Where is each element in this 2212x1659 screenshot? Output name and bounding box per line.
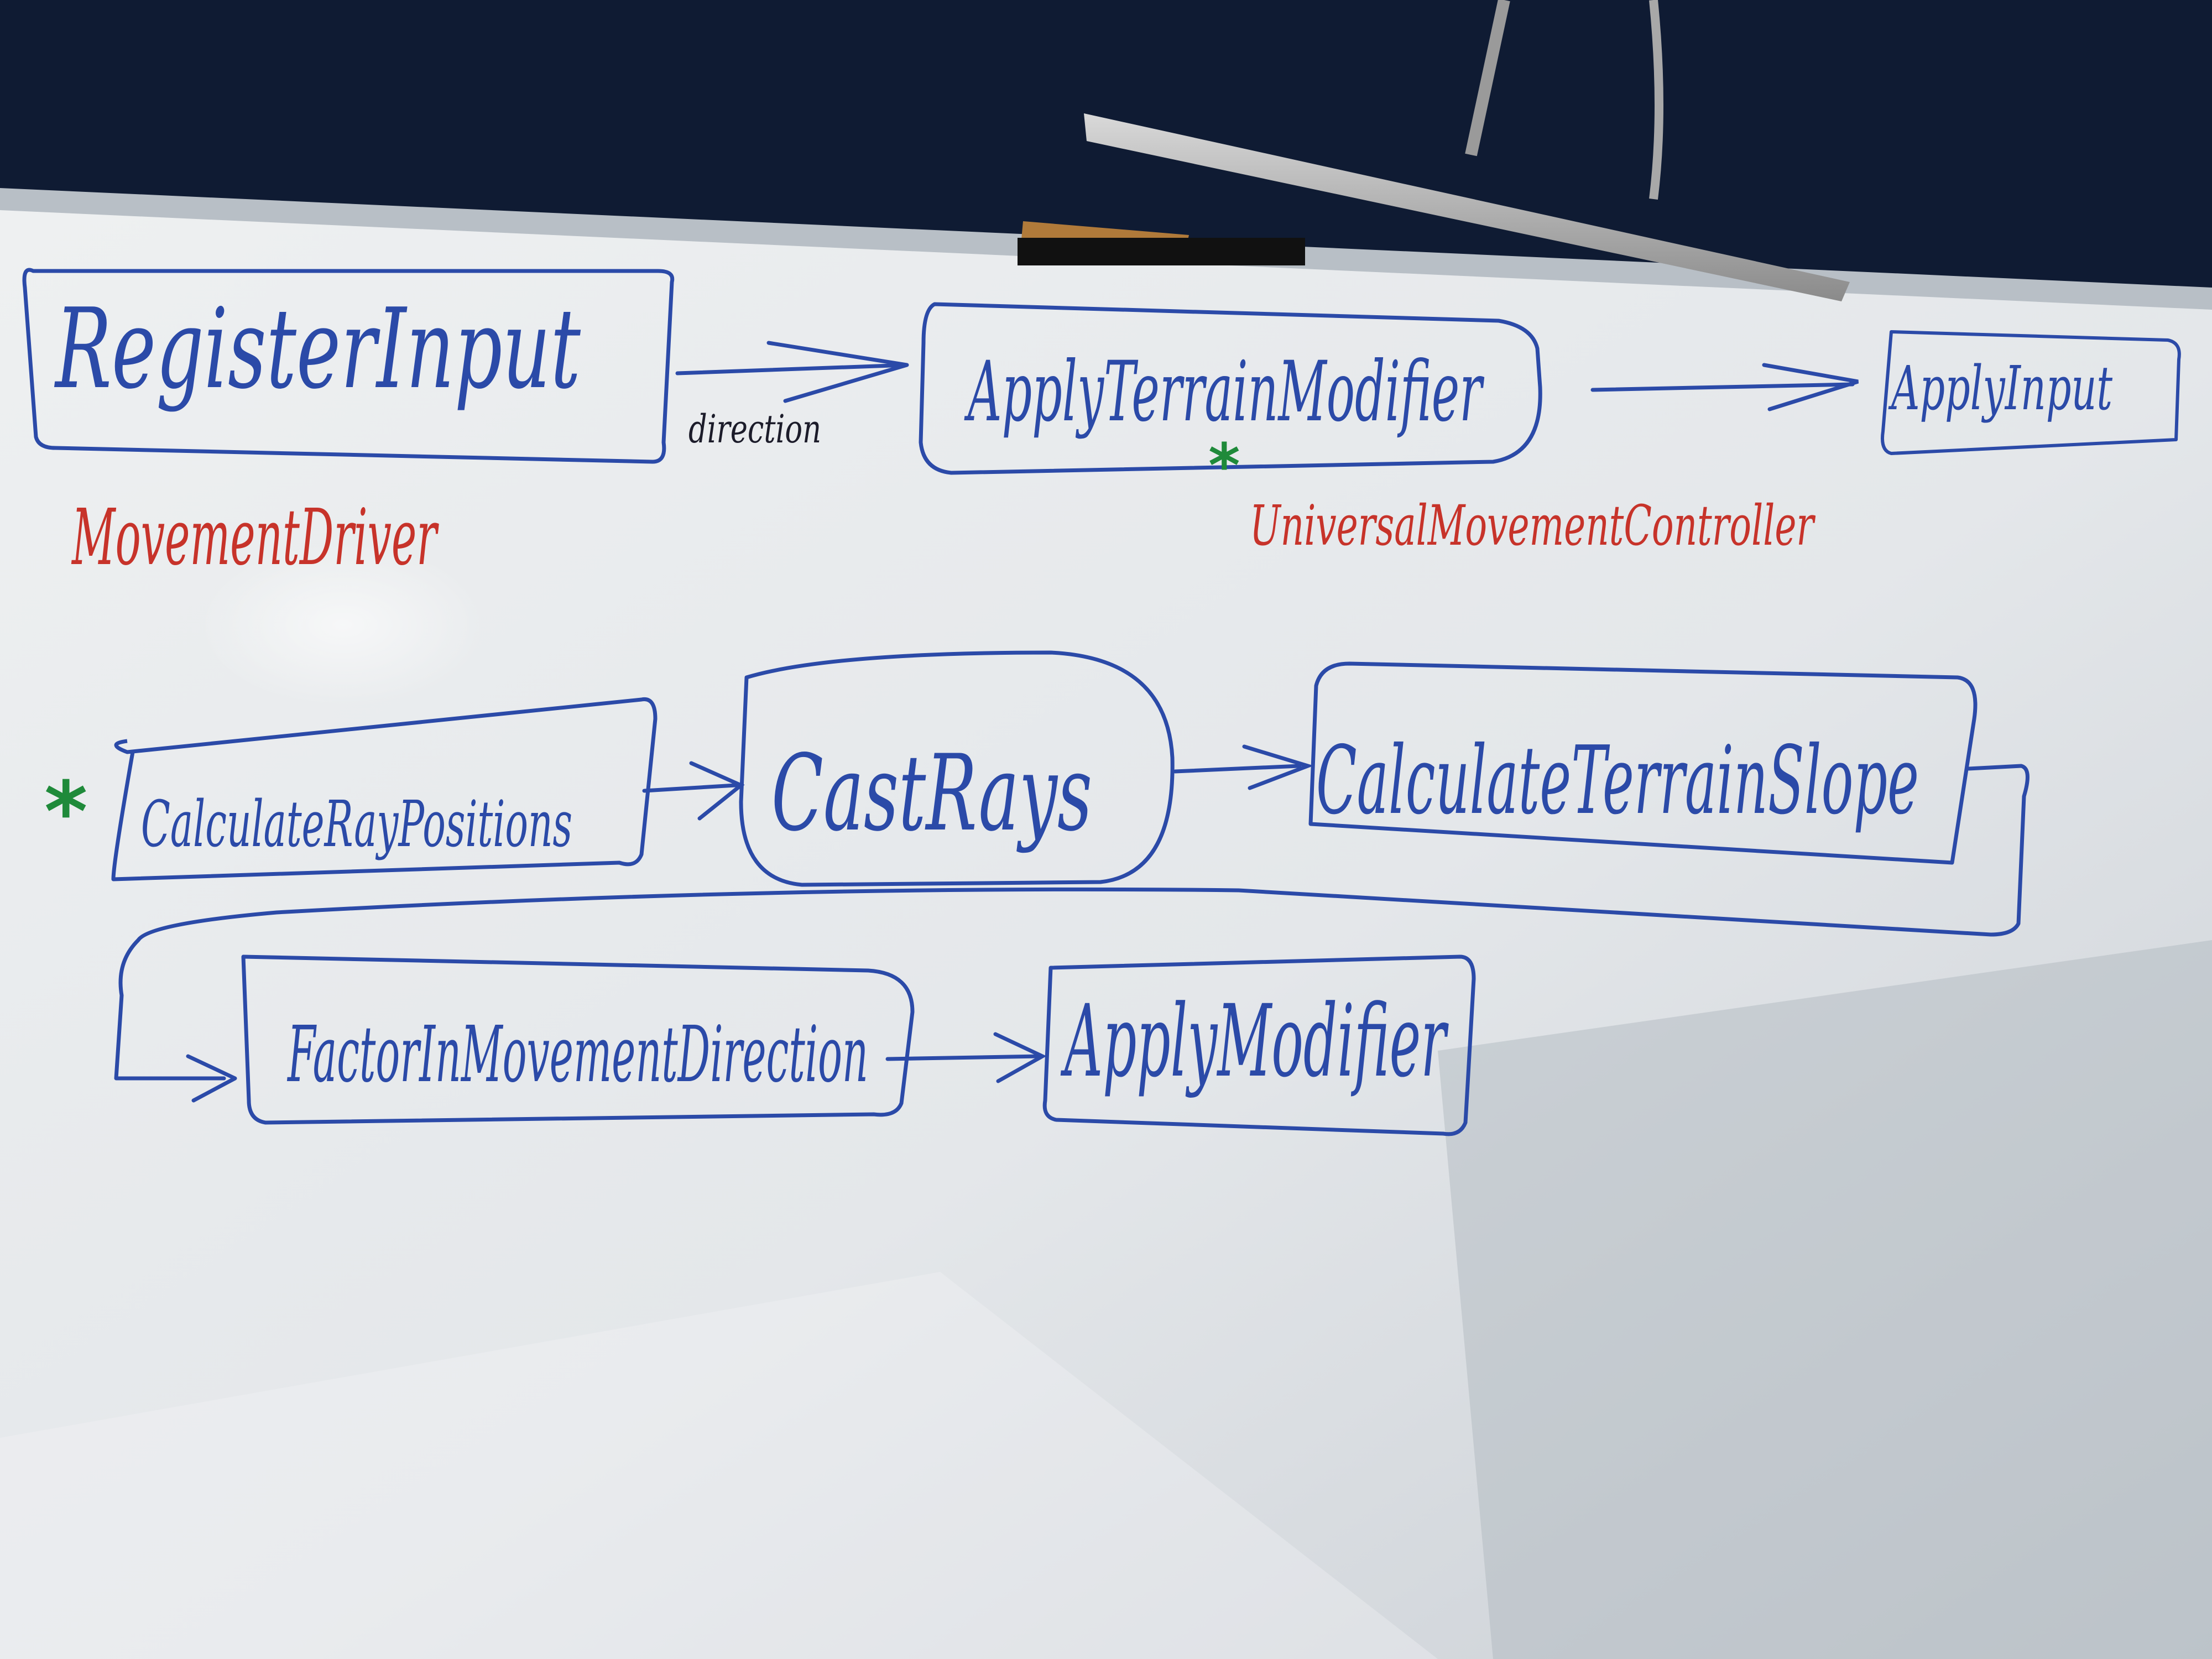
box-register-input-label: RegisterInput (54, 285, 581, 414)
ray-positions-star: * (44, 764, 87, 860)
edge-label-direction: direction (688, 406, 821, 452)
box-factor-in-movement-direction-label: FactorInMovementDirection (286, 1010, 868, 1100)
arrow-register-to-terrain (675, 341, 909, 403)
box-calculate-terrain-slope-label: CalculateTerrainSlope (1316, 726, 1919, 836)
box-apply-modifier-label: ApplyModifier (1061, 984, 1449, 1099)
group-label-movement-driver: MovementDriver (71, 493, 439, 583)
box-cast-rays: CastRays (739, 650, 1175, 887)
arrow-ray-positions-to-cast-rays (642, 761, 745, 821)
terrain-modifier-star: * (1208, 430, 1240, 501)
group-label-universal-movement-controller: UniversalMovementController (1250, 493, 1815, 558)
box-register-input: RegisterInput (22, 268, 675, 464)
box-calculate-ray-positions-label: CalculateRayPositions (141, 787, 572, 862)
arrow-movement-direction-to-apply-modifier (885, 1032, 1047, 1083)
box-factor-in-movement-direction: FactorInMovementDirection (241, 954, 915, 1125)
arrow-cast-rays-to-terrain-slope (1173, 744, 1314, 790)
box-apply-modifier: ApplyModifier (1042, 954, 1476, 1136)
box-calculate-ray-positions: CalculateRayPositions (111, 697, 658, 881)
arrow-terrain-slope-to-movement-direction (114, 764, 2030, 1103)
box-apply-terrain-modifier: ApplyTerrainModifier * (919, 302, 1542, 501)
arrow-terrain-to-apply-input (1590, 363, 1859, 411)
box-apply-input: ApplyInput (1881, 330, 2181, 455)
box-apply-terrain-modifier-label: ApplyTerrainModifier (964, 344, 1485, 440)
box-apply-input-label: ApplyInput (1888, 353, 2112, 424)
box-cast-rays-label: CastRays (771, 732, 1092, 854)
lamp (1018, 0, 1850, 301)
whiteboard (0, 188, 2212, 1659)
box-calculate-terrain-slope: CalculateTerrainSlope (1308, 661, 1978, 865)
